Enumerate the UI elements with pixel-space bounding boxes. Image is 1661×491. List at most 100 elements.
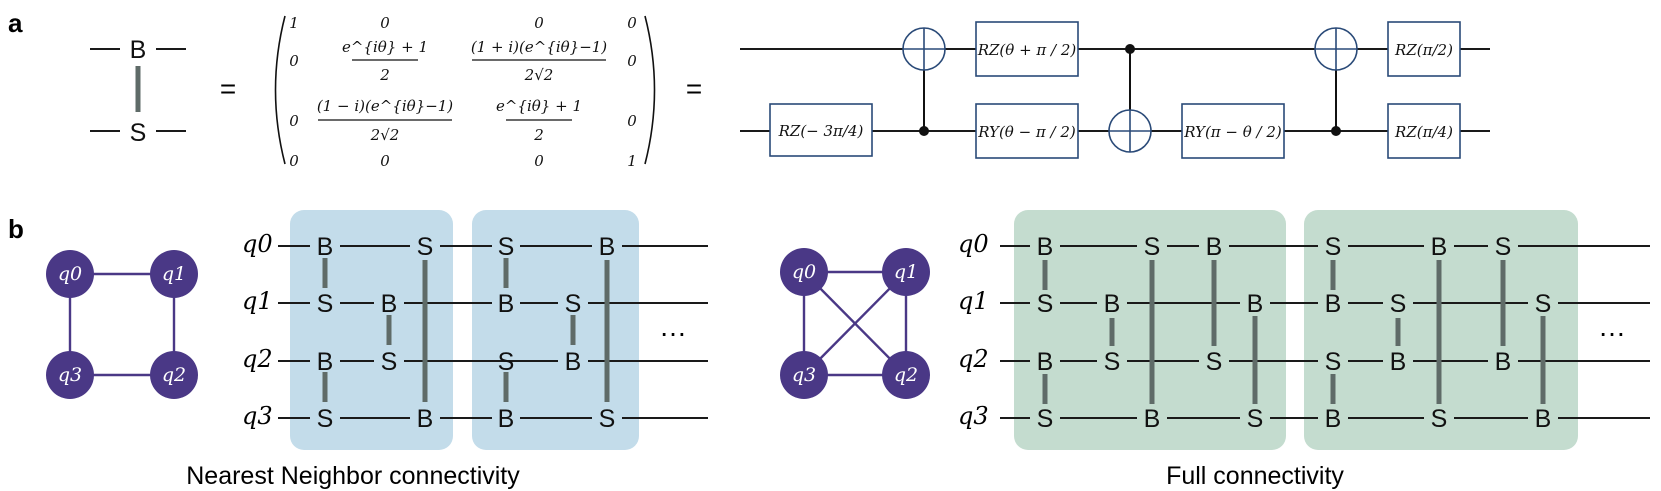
full-caption: Full connectivity <box>1166 462 1344 490</box>
svg-text:B: B <box>1535 405 1552 433</box>
m00: 1 <box>289 14 299 32</box>
m33: 1 <box>627 152 637 170</box>
svg-text:B: B <box>1104 290 1121 318</box>
nn-q2-label: q2 <box>242 345 273 373</box>
svg-text:S: S <box>1037 290 1054 318</box>
nn-q1-label: q1 <box>242 287 273 315</box>
nn-caption: Nearest Neighbor connectivity <box>186 462 520 490</box>
svg-text:B: B <box>417 405 434 433</box>
svg-text:B: B <box>1325 405 1342 433</box>
svg-text:B: B <box>599 233 616 261</box>
full-circuit: q0 q1 q2 q3 B S B S B S <box>958 210 1650 450</box>
svg-text:B: B <box>498 290 515 318</box>
svg-text:B: B <box>1431 233 1448 261</box>
svg-text:S: S <box>1431 405 1448 433</box>
m01: 0 <box>380 14 390 32</box>
svg-text:S: S <box>1247 405 1264 433</box>
panel-b-label: b <box>8 214 24 244</box>
m23: 0 <box>627 112 637 130</box>
svg-text:B: B <box>1144 405 1161 433</box>
m20: 0 <box>289 112 299 130</box>
gate-rz-theta-plus-pi <box>975 21 1079 77</box>
nn-node-q0: q0 <box>46 250 94 298</box>
svg-text:B: B <box>381 290 398 318</box>
full-q2-label: q2 <box>958 345 989 373</box>
svg-text:B: B <box>1037 348 1054 376</box>
svg-text:S: S <box>1037 405 1054 433</box>
svg-text:S: S <box>381 348 398 376</box>
cnot3-control <box>1331 126 1341 136</box>
nn-layer-2 <box>472 210 639 450</box>
svg-text:S: S <box>1495 233 1512 261</box>
m12-num: (1 + i)(e^{iθ}−1) <box>471 38 607 56</box>
gate-rz-neg3pi4-label: RZ(− 3π/4) <box>778 122 864 140</box>
svg-text:B: B <box>1325 290 1342 318</box>
nn-circuit: q0 q1 q2 q3 B S B S B S S B S B S B S B <box>242 210 708 450</box>
nn-node-q1: q1 <box>150 250 198 298</box>
nn-q3-label: q3 <box>242 402 273 430</box>
m03: 0 <box>627 14 637 32</box>
nn-node-q2-label: q2 <box>162 364 186 386</box>
block-s-label: S <box>130 119 147 147</box>
m02: 0 <box>534 14 544 32</box>
svg-text:S: S <box>1144 233 1161 261</box>
gate-ry-pi-minus-theta-label: RY(π − θ / 2) <box>1183 123 1282 141</box>
m12-den: 2√2 <box>524 66 554 84</box>
m13: 0 <box>627 52 637 70</box>
svg-text:B: B <box>1206 233 1223 261</box>
full-node-q3: q3 <box>780 351 828 399</box>
equals-2: = <box>686 73 702 104</box>
gate-ry-theta-minus-pi-label: RY(θ − π / 2) <box>977 123 1076 141</box>
svg-text:S: S <box>1104 348 1121 376</box>
svg-text:S: S <box>1390 290 1407 318</box>
gate-ry-pi-minus-theta <box>1181 103 1285 159</box>
full-node-q2: q2 <box>882 351 930 399</box>
full-q1-label: q1 <box>958 287 989 315</box>
gate-rz-theta-plus-pi-label: RZ(θ + π / 2) <box>977 41 1077 59</box>
svg-text:B: B <box>1495 348 1512 376</box>
m11-den: 2 <box>379 66 390 84</box>
full-q0-label: q0 <box>958 230 989 258</box>
unitary-matrix: 1 0 0 0 0 e^{iθ} + 1 2 (1 + i)(e^{iθ}−1)… <box>274 14 656 170</box>
block-b-label: B <box>130 36 147 64</box>
full-q3-label: q3 <box>958 402 989 430</box>
gate-rz-pi2 <box>1387 21 1461 77</box>
full-node-q1-label: q1 <box>894 261 918 283</box>
svg-text:S: S <box>498 233 515 261</box>
svg-text:B: B <box>317 233 334 261</box>
svg-text:S: S <box>317 405 334 433</box>
svg-text:S: S <box>498 348 515 376</box>
bs-block: B S <box>90 36 186 147</box>
nn-topology-graph: q0 q1 q2 q3 <box>46 250 198 399</box>
m11-num: e^{iθ} + 1 <box>342 38 428 56</box>
equals-1: = <box>220 73 236 104</box>
m30: 0 <box>289 152 299 170</box>
nn-node-q3: q3 <box>46 351 94 399</box>
gate-ry-theta-minus-pi <box>975 103 1079 159</box>
svg-text:S: S <box>565 290 582 318</box>
svg-text:B: B <box>498 405 515 433</box>
m32: 0 <box>534 152 544 170</box>
nn-node-q2: q2 <box>150 351 198 399</box>
m21-den: 2√2 <box>370 126 400 144</box>
decomposition-circuit: RZ(− 3π/4) RZ(θ + π / 2) RY(θ − π / 2) R… <box>740 21 1490 159</box>
svg-text:B: B <box>1247 290 1264 318</box>
cnot1-control <box>919 126 929 136</box>
m10: 0 <box>289 52 299 70</box>
svg-text:S: S <box>1206 348 1223 376</box>
m22-den: 2 <box>533 126 544 144</box>
svg-text:B: B <box>565 348 582 376</box>
right-paren <box>644 15 656 165</box>
full-node-q0-label: q0 <box>792 261 816 283</box>
panel-a-label: a <box>8 8 23 38</box>
gate-rz-pi2-label: RZ(π/2) <box>1394 41 1453 59</box>
svg-text:S: S <box>317 290 334 318</box>
svg-text:S: S <box>417 233 434 261</box>
full-node-q3-label: q3 <box>792 364 816 386</box>
m21-num: (1 − i)(e^{iθ}−1) <box>317 97 453 115</box>
svg-text:B: B <box>1037 233 1054 261</box>
m31: 0 <box>380 152 390 170</box>
nn-q0-label: q0 <box>242 230 273 258</box>
left-paren <box>274 15 286 165</box>
